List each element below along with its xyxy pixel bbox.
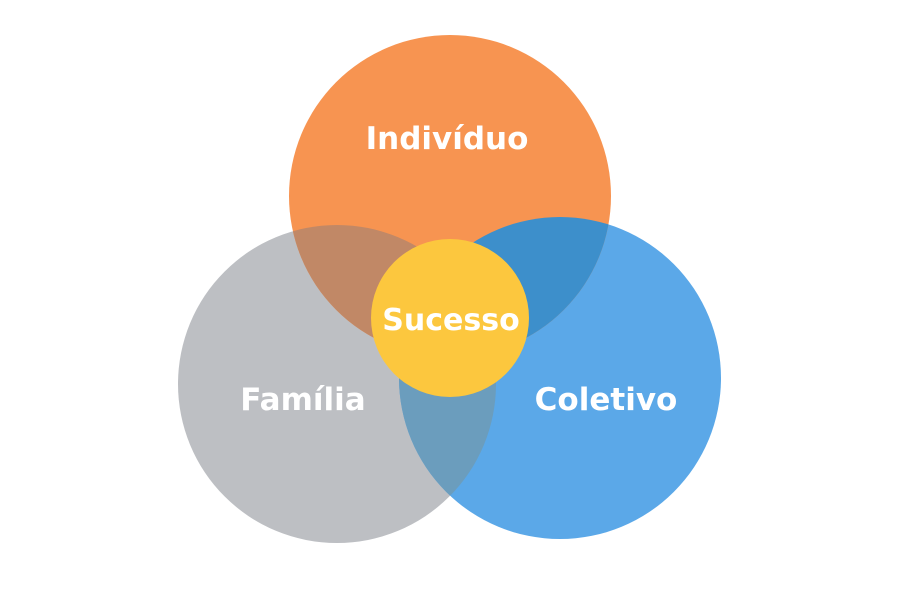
label-individuo: Indivíduo — [366, 121, 529, 157]
label-coletivo: Coletivo — [535, 382, 678, 418]
label-sucesso: Sucesso — [382, 303, 519, 338]
circle-sucesso — [371, 239, 529, 397]
label-familia: Família — [240, 382, 365, 418]
